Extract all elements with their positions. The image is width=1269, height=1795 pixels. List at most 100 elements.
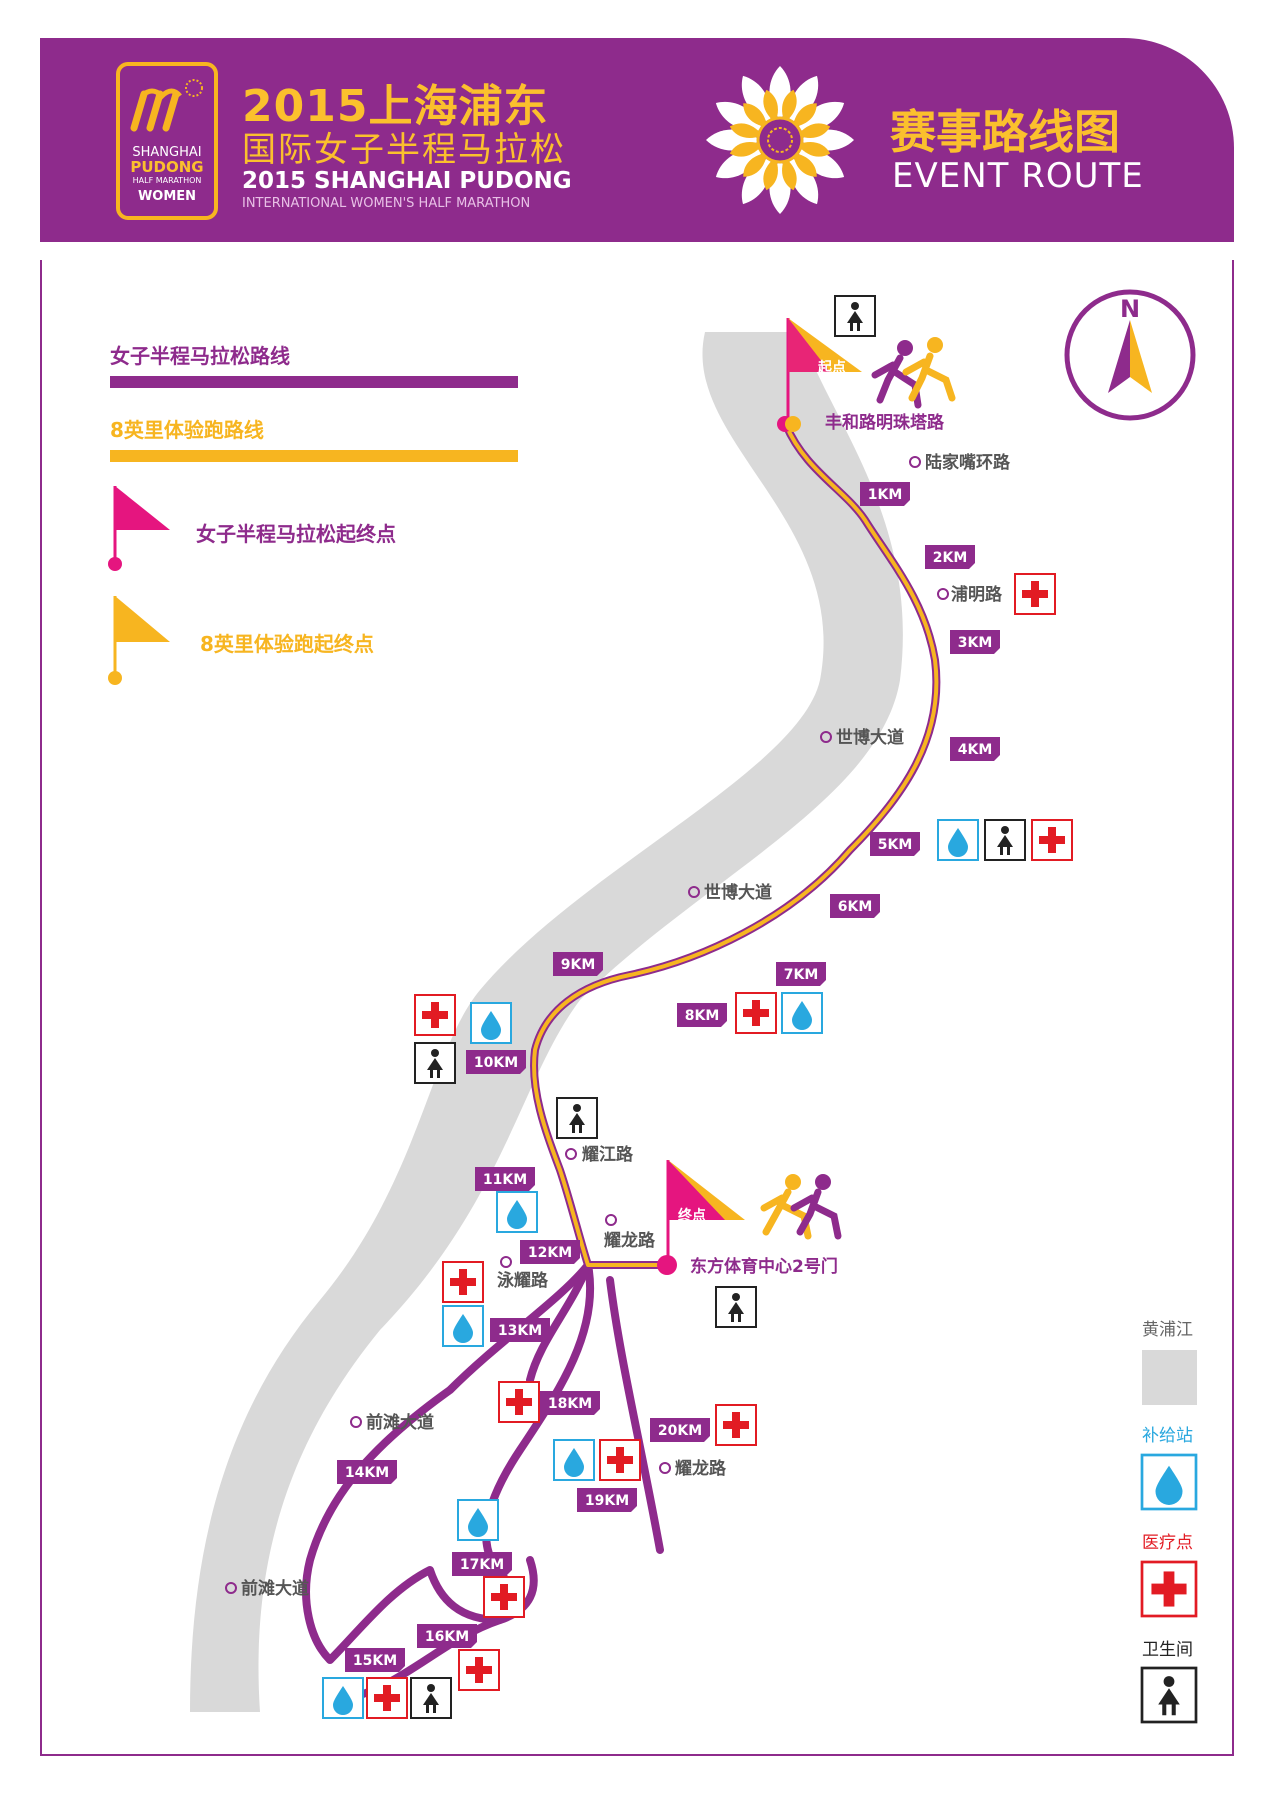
road-lujiazui: 陆家嘴环路 <box>925 452 1011 473</box>
road-qiantan-2: 前滩大道 <box>241 1578 309 1599</box>
logo-pudong: PUDONG <box>130 158 204 176</box>
km-marker-8: 8KM <box>677 1003 727 1027</box>
logo-half-marathon: HALF MARATHON <box>132 176 202 185</box>
logo-shanghai: SHANGHAI <box>132 145 202 160</box>
title-en-line1: 2015 SHANGHAI PUDONG <box>242 168 572 194</box>
water-drop-icon <box>457 1499 499 1541</box>
water-drop-icon <box>781 992 823 1034</box>
flower-petal <box>782 89 797 123</box>
road-yaojiang: 耀江路 <box>582 1144 634 1165</box>
flower-petal <box>797 101 845 131</box>
km-marker-label: 14KM <box>345 1465 389 1481</box>
right-legend-medical-label: 医疗点 <box>1142 1533 1193 1553</box>
legend-yellow-flag-icon <box>108 596 170 685</box>
km-marker-label: 3KM <box>958 635 993 651</box>
medical-cross-icon <box>414 994 456 1036</box>
flower-petal <box>741 75 771 123</box>
medical-cross-icon <box>1014 573 1056 615</box>
right-legend-water-label: 补给站 <box>1142 1426 1193 1446</box>
km-marker-label: 4KM <box>958 742 993 758</box>
water-drop-icon <box>496 1191 538 1233</box>
water-drop-icon <box>937 819 979 861</box>
legend-magenta-flag-icon <box>108 486 170 571</box>
km-marker-18: 18KM <box>540 1391 600 1415</box>
title-cn-line1: 2015上海浦东 <box>242 81 549 132</box>
legend-half-marathon-route-label: 女子半程马拉松路线 <box>110 344 290 368</box>
water-drop-icon <box>322 1677 364 1719</box>
flower-petal <box>729 142 763 157</box>
toilet-icon <box>410 1677 452 1719</box>
map-title-cn: 赛事路线图 <box>890 105 1120 159</box>
runner-icon <box>871 337 956 409</box>
km-marker-label: 12KM <box>528 1245 572 1261</box>
km-marker-14: 14KM <box>337 1460 397 1484</box>
km-marker-label: 6KM <box>838 899 873 915</box>
finish-location-label: 东方体育中心2号门 <box>690 1256 838 1277</box>
road-puming: 浦明路 <box>951 584 1003 605</box>
toilet-icon <box>834 295 876 337</box>
road-qiantan-1: 前滩大道 <box>366 1412 434 1433</box>
start-flag-label: 起点 <box>817 359 846 376</box>
km-marker-20: 20KM <box>650 1418 710 1442</box>
km-marker-label: 7KM <box>784 967 819 983</box>
km-marker-label: 16KM <box>425 1629 469 1645</box>
km-marker-label: 19KM <box>585 1493 629 1509</box>
road-yongyao: 泳耀路 <box>497 1270 549 1291</box>
title-en-line2: INTERNATIONAL WOMEN'S HALF MARATHON <box>242 196 531 211</box>
medical-cross-icon <box>599 1439 641 1481</box>
road-shibo-2: 世博大道 <box>704 882 772 903</box>
km-marker-6: 6KM <box>830 894 880 918</box>
km-marker-2: 2KM <box>925 545 975 569</box>
flower-petal <box>797 123 831 138</box>
km-marker-label: 5KM <box>878 837 913 853</box>
km-marker-1: 1KM <box>860 482 910 506</box>
km-marker-label: 17KM <box>460 1557 504 1573</box>
km-marker-label: 1KM <box>868 487 903 503</box>
start-location-label: 丰和路明珠塔路 <box>825 412 945 433</box>
medical-cross-icon <box>1140 1560 1198 1618</box>
title-cn-line2: 国际女子半程马拉松 <box>242 130 566 170</box>
km-marker-label: 18KM <box>548 1396 592 1412</box>
flower-petal <box>792 103 817 128</box>
compass-north-label: N <box>1120 295 1140 323</box>
runners-logo-icon <box>130 79 203 132</box>
km-marker-label: 10KM <box>474 1055 518 1071</box>
medical-cross-icon <box>442 1261 484 1303</box>
km-marker-3: 3KM <box>950 630 1000 654</box>
toilet-icon <box>715 1286 757 1328</box>
km-marker-7: 7KM <box>776 962 826 986</box>
km-marker-label: 13KM <box>498 1323 542 1339</box>
flower-petal <box>789 157 819 205</box>
right-legend-toilet-label: 卫生间 <box>1142 1640 1193 1660</box>
medical-cross-icon <box>498 1381 540 1423</box>
km-marker-label: 15KM <box>353 1653 397 1669</box>
water-drop-icon <box>442 1305 484 1347</box>
toilet-icon <box>984 819 1026 861</box>
finish-flag-icon <box>657 1160 745 1275</box>
km-marker-13: 13KM <box>490 1318 550 1342</box>
header-banner <box>40 38 1234 242</box>
right-legend-river-label: 黄浦江 <box>1142 1320 1193 1340</box>
flower-petal <box>743 103 768 128</box>
toilet-icon <box>556 1097 598 1139</box>
medical-cross-icon <box>735 992 777 1034</box>
flower-petal <box>741 157 771 205</box>
flower-petal <box>715 149 763 179</box>
medical-cross-icon <box>366 1677 408 1719</box>
road-yaolong-1: 耀龙路 <box>604 1230 656 1251</box>
medical-cross-icon <box>458 1649 500 1691</box>
water-drop-icon <box>1140 1453 1198 1511</box>
flower-petal <box>743 152 768 177</box>
flower-petal <box>763 89 778 123</box>
medical-cross-icon <box>715 1404 757 1446</box>
flower-petal <box>797 142 831 157</box>
flower-petal <box>763 157 778 191</box>
legend-fun-run-route-label: 8英里体验跑路线 <box>110 418 264 442</box>
flower-petal <box>797 149 845 179</box>
km-marker-label: 2KM <box>933 550 968 566</box>
flower-petal <box>729 123 763 138</box>
legend-half-marathon-route-line <box>110 376 518 388</box>
flower-logo-icon <box>706 66 854 214</box>
km-marker-15: 15KM <box>345 1648 405 1672</box>
